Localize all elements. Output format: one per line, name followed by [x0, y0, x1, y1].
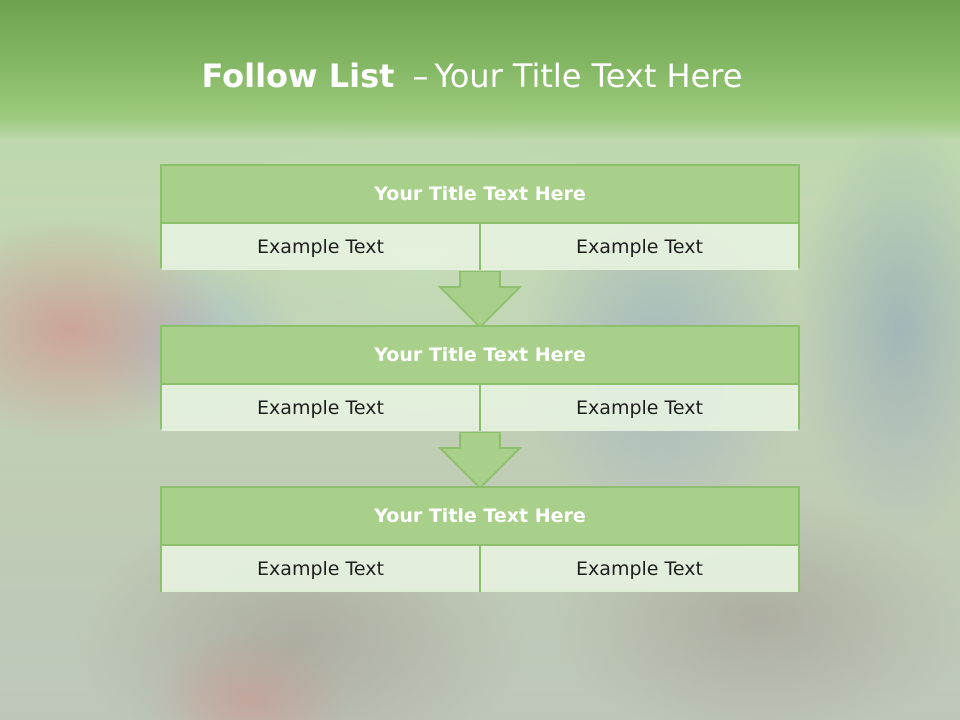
slide-title: Follow List–Your Title Text Here — [0, 56, 944, 96]
block-cell-left: Example Text — [162, 224, 479, 270]
block-row: Example Text Example Text — [162, 385, 798, 431]
block-title: Your Title Text Here — [162, 488, 798, 546]
block-title: Your Title Text Here — [162, 327, 798, 385]
block-cell-left: Example Text — [162, 546, 479, 592]
list-block-3: Your Title Text Here Example Text Exampl… — [160, 486, 800, 592]
slide-title-bold: Follow List — [201, 57, 395, 95]
title-banner — [0, 0, 960, 140]
slide-title-separator: – — [412, 57, 429, 95]
block-title: Your Title Text Here — [162, 166, 798, 224]
block-cell-right: Example Text — [479, 224, 798, 270]
list-block-1: Your Title Text Here Example Text Exampl… — [160, 164, 800, 270]
block-cell-left: Example Text — [162, 385, 479, 431]
block-row: Example Text Example Text — [162, 224, 798, 270]
block-cell-right: Example Text — [479, 385, 798, 431]
down-arrow-icon — [438, 432, 522, 490]
list-block-2: Your Title Text Here Example Text Exampl… — [160, 325, 800, 431]
block-row: Example Text Example Text — [162, 546, 798, 592]
slide-title-rest: Your Title Text Here — [434, 57, 743, 95]
block-cell-right: Example Text — [479, 546, 798, 592]
down-arrow-icon — [438, 271, 522, 329]
